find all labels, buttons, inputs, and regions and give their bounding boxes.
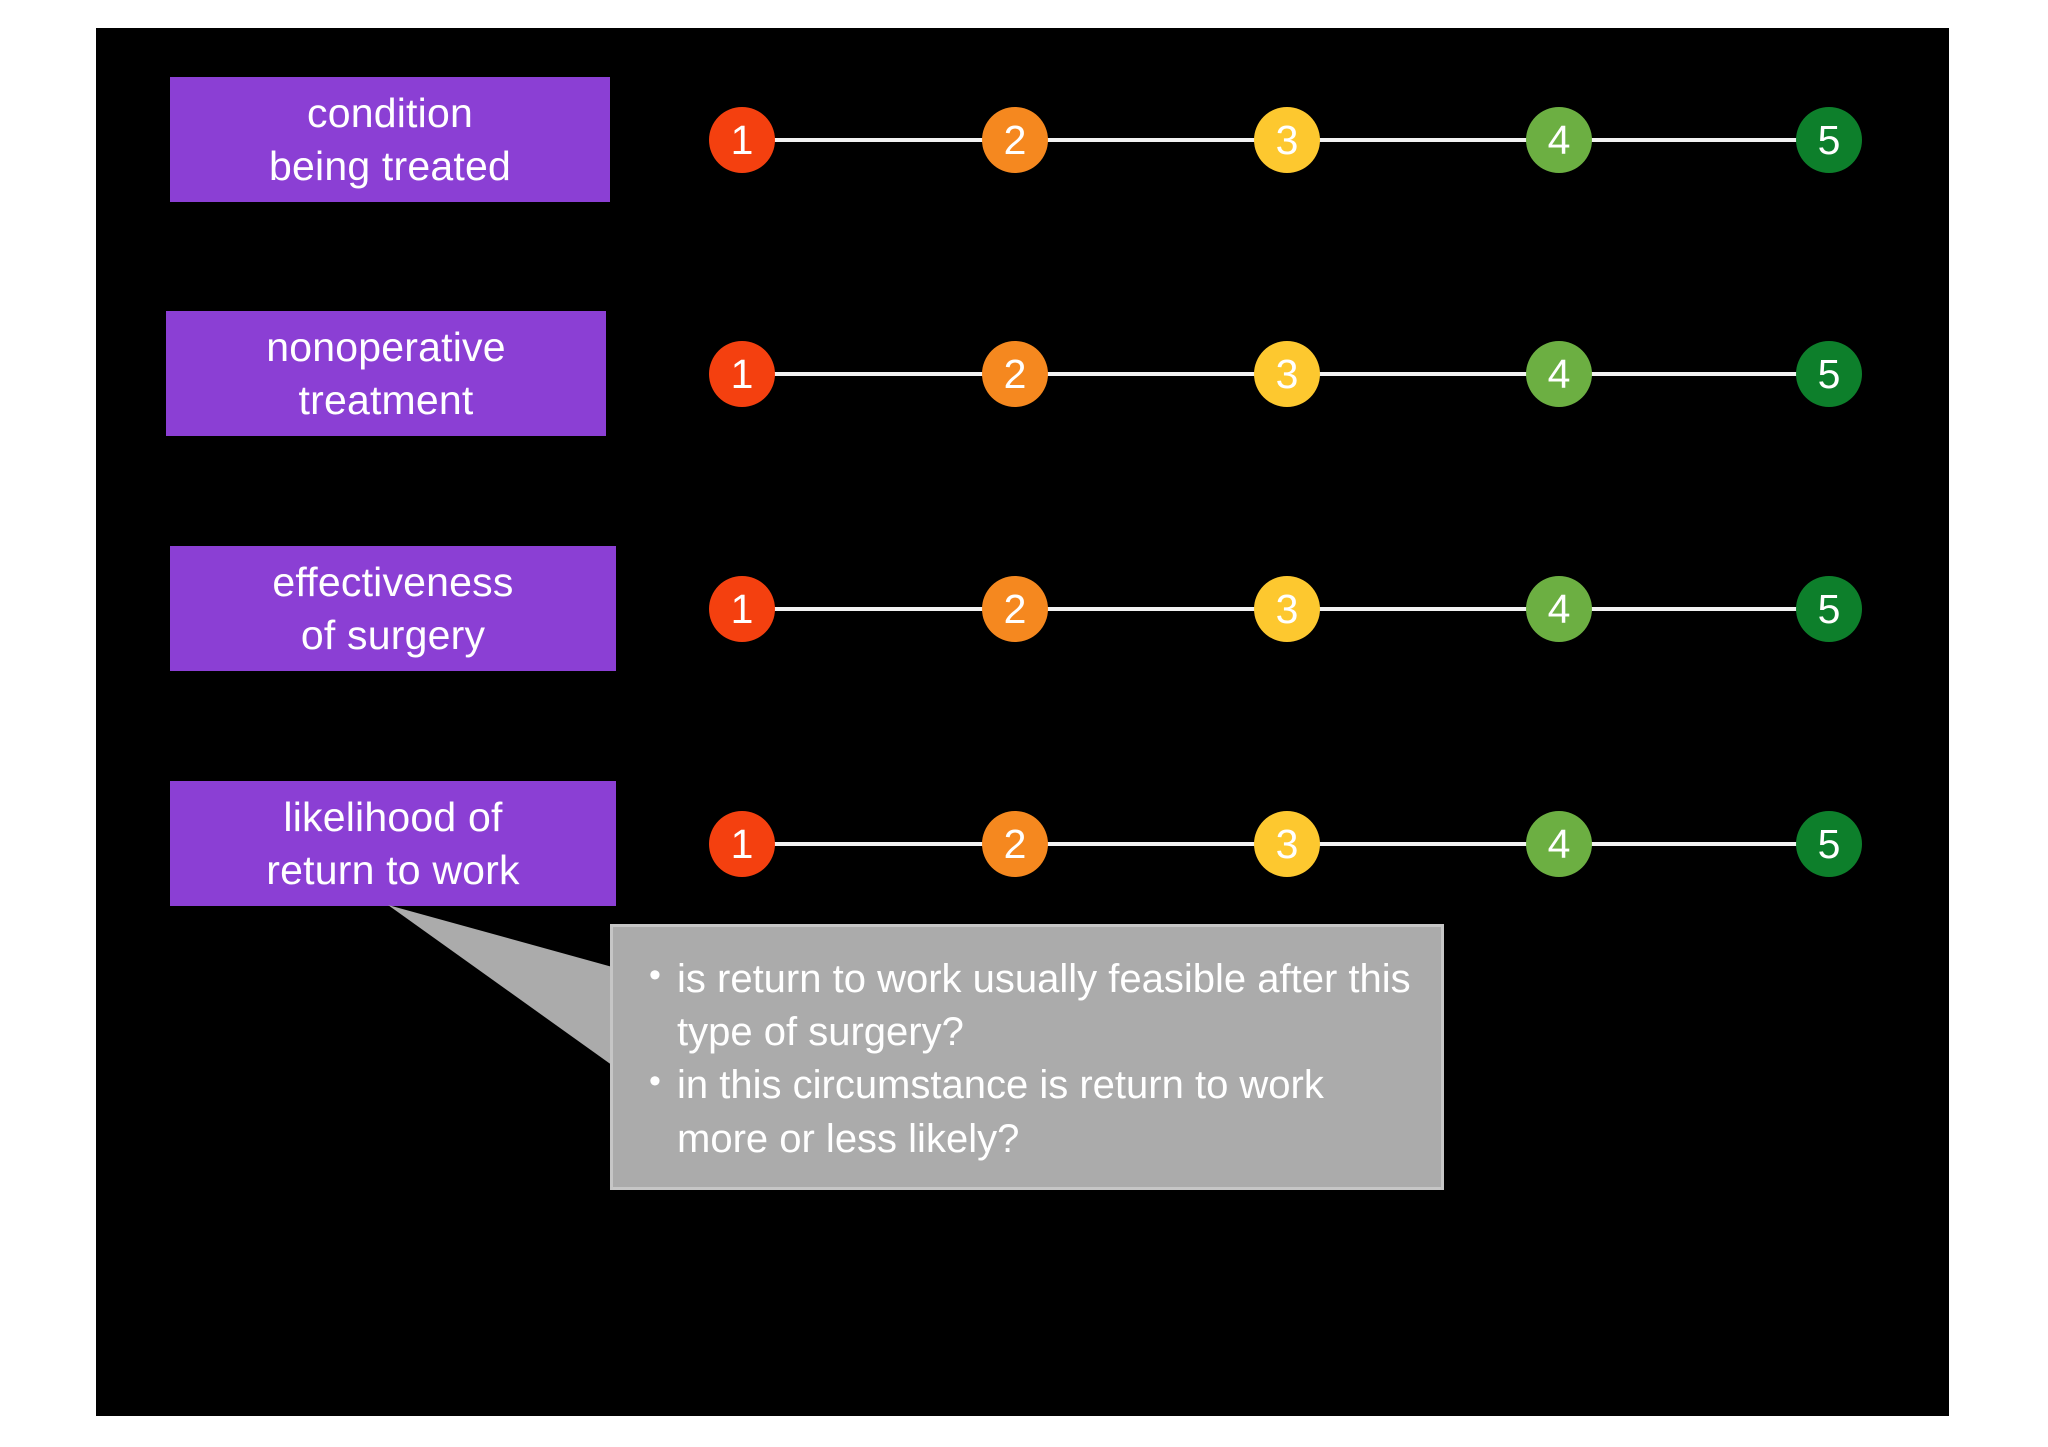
scale-dot-4[interactable]: 4: [1526, 576, 1592, 642]
scale-dot-5[interactable]: 5: [1796, 341, 1862, 407]
scale-row-condition-being-treated: 1 2 3 4 5: [96, 80, 1949, 200]
label-box-likelihood-of-return-to-work[interactable]: likelihood of return to work: [170, 781, 616, 906]
slide-canvas: condition being treated 1 2 3 4 5 nonope…: [96, 28, 1949, 1416]
scale-dot-4[interactable]: 4: [1526, 811, 1592, 877]
callout-pointer-tail: [388, 905, 616, 1068]
label-line: condition: [307, 90, 473, 137]
label-line: effectiveness: [272, 559, 514, 606]
scale-row-nonoperative-treatment: 1 2 3 4 5: [96, 314, 1949, 434]
scale-dot-1[interactable]: 1: [709, 341, 775, 407]
label-box-condition-being-treated[interactable]: condition being treated: [170, 77, 610, 202]
scale-dot-1[interactable]: 1: [709, 576, 775, 642]
scale-dot-4[interactable]: 4: [1526, 341, 1592, 407]
scale-dot-3[interactable]: 3: [1254, 576, 1320, 642]
callout-bullet-text: is return to work usually feasible after…: [677, 957, 1411, 1055]
scale-dot-5[interactable]: 5: [1796, 576, 1862, 642]
label-line: treatment: [298, 376, 474, 423]
scale-dot-1[interactable]: 1: [709, 811, 775, 877]
callout-bullet-text: in this circumstance is return to work m…: [677, 1063, 1324, 1161]
scale-dot-2[interactable]: 2: [982, 576, 1048, 642]
label-box-effectiveness-of-surgery[interactable]: effectiveness of surgery: [170, 546, 616, 671]
label-box-nonoperative-treatment[interactable]: nonoperative treatment: [166, 311, 606, 436]
callout-bullet-item: • in this circumstance is return to work…: [633, 1059, 1419, 1165]
callout-bullet-item: • is return to work usually feasible aft…: [633, 953, 1419, 1059]
bullet-icon: •: [649, 956, 661, 994]
scale-dot-3[interactable]: 3: [1254, 811, 1320, 877]
bullet-icon: •: [649, 1062, 661, 1101]
scale-dot-4[interactable]: 4: [1526, 107, 1592, 173]
label-line: nonoperative: [266, 324, 506, 371]
label-line: being treated: [269, 142, 511, 189]
scale-dot-3[interactable]: 3: [1254, 341, 1320, 407]
label-line: of surgery: [300, 611, 486, 658]
scale-dot-3[interactable]: 3: [1254, 107, 1320, 173]
label-line: return to work: [266, 846, 520, 893]
callout-box[interactable]: • is return to work usually feasible aft…: [610, 924, 1444, 1190]
scale-dot-2[interactable]: 2: [982, 107, 1048, 173]
label-line: likelihood of: [283, 794, 503, 841]
scale-dot-2[interactable]: 2: [982, 811, 1048, 877]
scale-dot-1[interactable]: 1: [709, 107, 775, 173]
scale-dot-2[interactable]: 2: [982, 341, 1048, 407]
scale-dot-5[interactable]: 5: [1796, 811, 1862, 877]
scale-row-likelihood-of-return-to-work: 1 2 3 4 5: [96, 784, 1949, 904]
scale-dot-5[interactable]: 5: [1796, 107, 1862, 173]
scale-row-effectiveness-of-surgery: 1 2 3 4 5: [96, 549, 1949, 669]
